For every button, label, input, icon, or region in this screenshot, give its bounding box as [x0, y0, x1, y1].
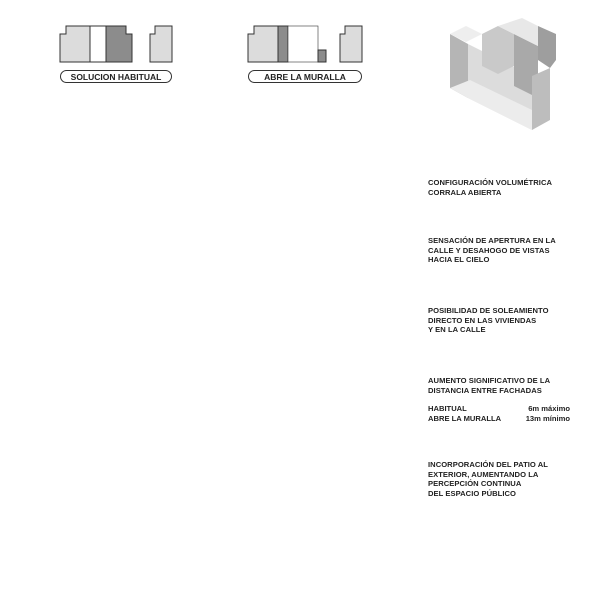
caption-openness: SENSACIÓN DE APERTURA EN LA CALLE Y DESA… [428, 236, 556, 264]
label-abre-la-muralla: ABRE LA MURALLA [248, 70, 362, 83]
axonometric-mass [450, 18, 556, 130]
plan-habitual-top [59, 25, 173, 63]
caption-patio: INCORPORACIÓN DEL PATIO AL EXTERIOR, AUM… [428, 460, 548, 498]
label-solucion-habitual: SOLUCION HABITUAL [60, 70, 172, 83]
caption-facade-distance: AUMENTO SIGNIFICATIVO DE LA DISTANCIA EN… [428, 376, 551, 395]
distance-habitual: HABITUAL 6m máximo [428, 404, 570, 413]
caption-volumetric: CONFIGURACIÓN VOLUMÉTRICA CORRALA ABIERT… [428, 178, 553, 197]
caption-sunlight: POSIBILIDAD DE SOLEAMIENTO DIRECTO EN LA… [428, 306, 549, 334]
distance-muralla: ABRE LA MURALLA 13m mínimo [428, 414, 570, 423]
plan-muralla-top [247, 25, 363, 63]
